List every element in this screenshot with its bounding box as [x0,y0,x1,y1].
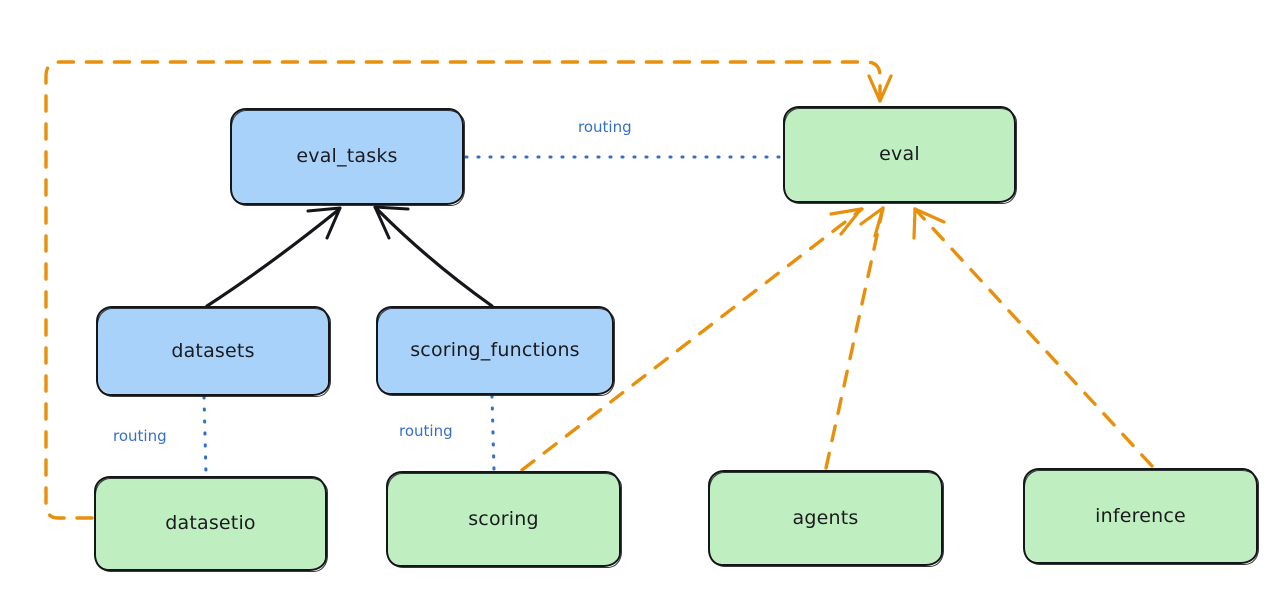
node-label: scoring [468,507,539,530]
edge-label-routing-scoring: routing [399,422,453,440]
node-agents[interactable]: agents [708,470,944,567]
node-scoring[interactable]: scoring [386,471,622,568]
node-scoring-functions[interactable]: scoring_functions [376,306,615,396]
node-inference[interactable]: inference [1023,468,1259,565]
node-label: agents [792,506,859,529]
edge-scoring_functions-eval_tasks [373,205,494,308]
node-label: eval [879,143,920,166]
edge-datasetio-eval [44,60,893,520]
node-label: datasets [171,339,255,362]
node-label: scoring_functions [410,339,580,362]
edge-inference-eval [912,207,1154,468]
node-eval[interactable]: eval [783,106,1017,204]
edge-datasets-datasetio [202,395,208,476]
edge-label-routing-eval: routing [578,118,632,136]
node-label: inference [1095,504,1186,527]
edge-agents-eval [824,206,885,470]
edge-scoring_functions-scoring [490,394,496,472]
node-datasetio[interactable]: datasetio [94,476,328,572]
node-label: eval_tasks [296,145,398,168]
node-eval-tasks[interactable]: eval_tasks [230,108,465,206]
edge-datasets-eval_tasks [205,206,342,308]
node-label: datasetio [165,512,256,535]
edge-label-routing-datasets: routing [113,427,167,445]
node-datasets[interactable]: datasets [96,306,331,397]
